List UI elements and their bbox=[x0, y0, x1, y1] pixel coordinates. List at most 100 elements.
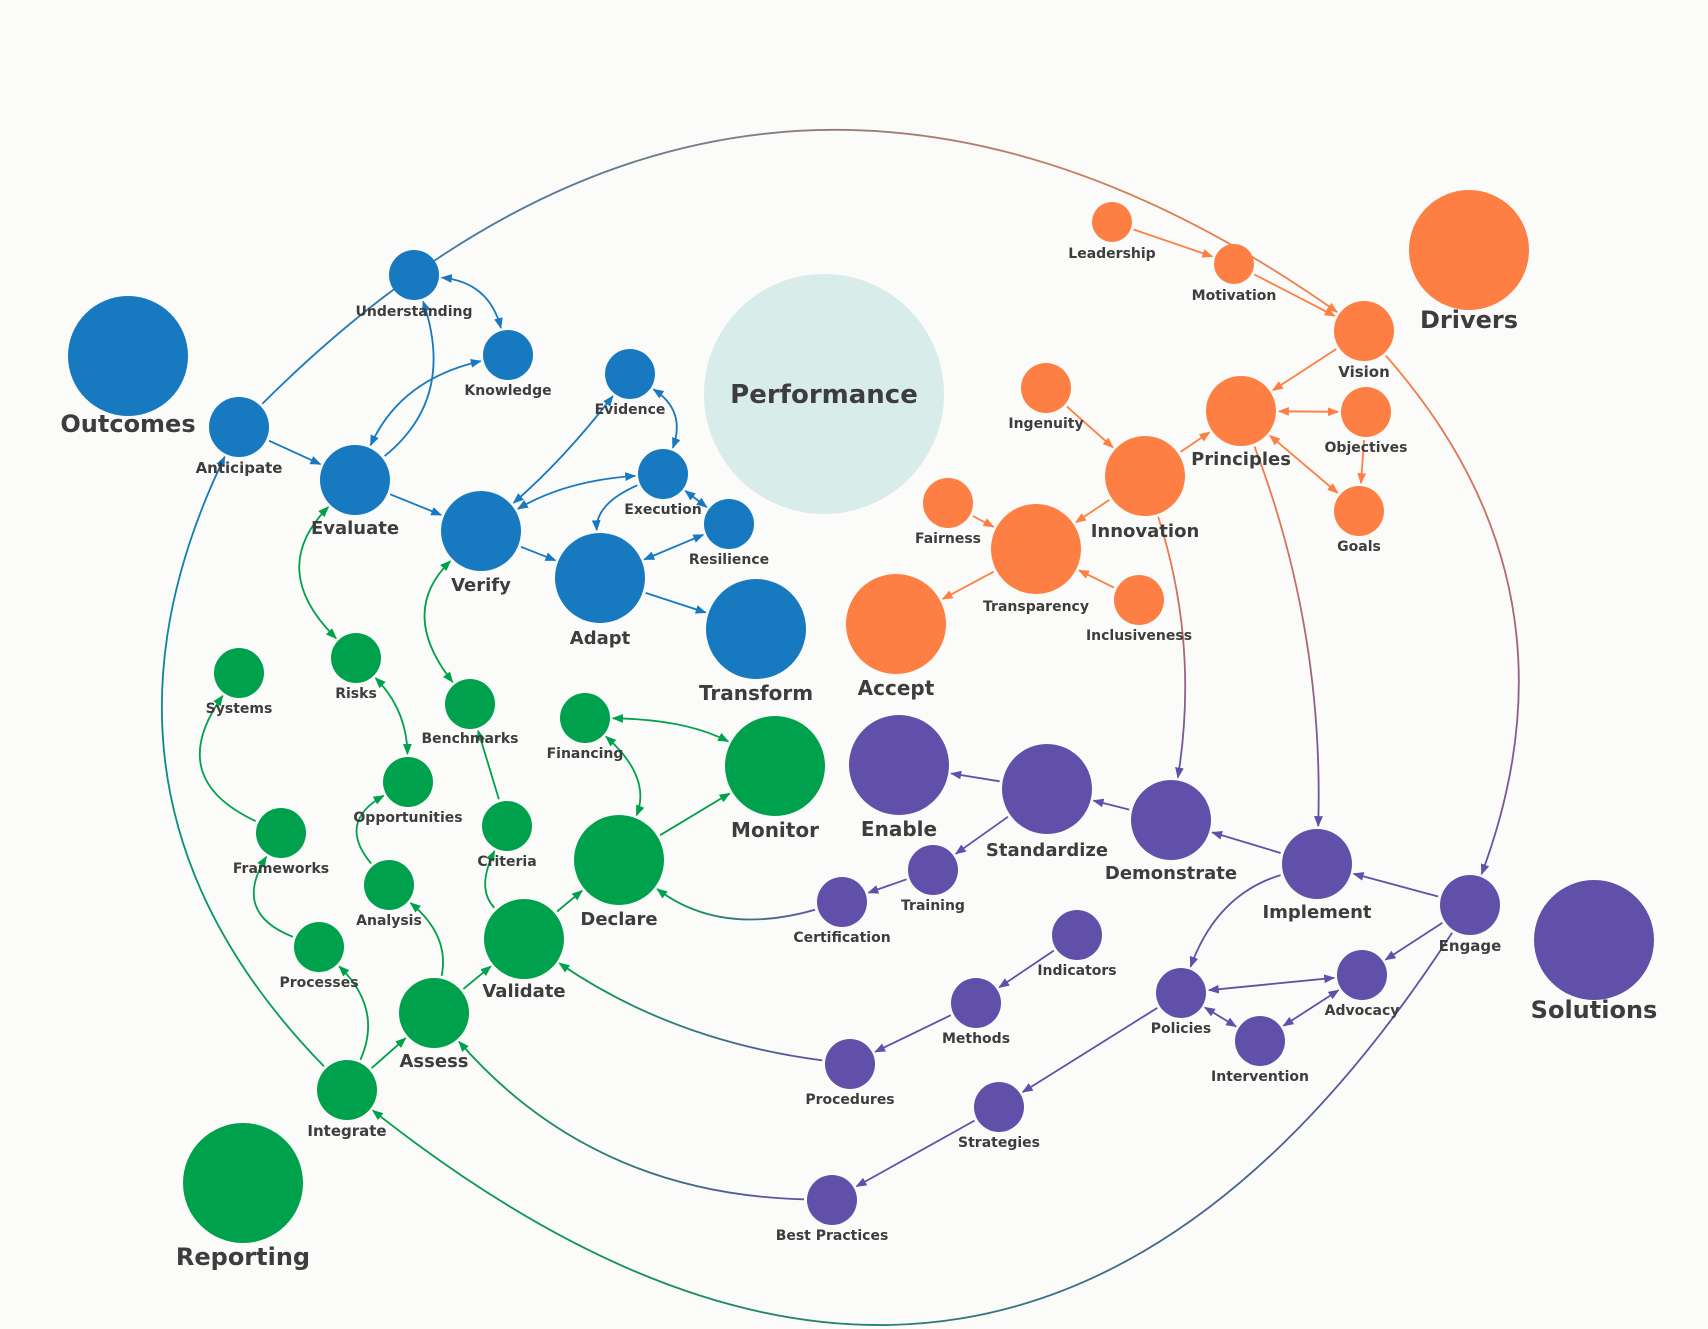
nodes-layer bbox=[68, 190, 1654, 1243]
risks-label: Risks bbox=[335, 686, 377, 702]
best-practices-node[interactable] bbox=[807, 1175, 857, 1225]
drivers-group-node[interactable] bbox=[1409, 190, 1529, 310]
demonstrate-node[interactable] bbox=[1131, 780, 1211, 860]
policies-node[interactable] bbox=[1156, 968, 1206, 1018]
indicators-node[interactable] bbox=[1052, 910, 1102, 960]
edge-evidence-to-execution bbox=[652, 388, 681, 449]
performance-node[interactable] bbox=[704, 274, 944, 514]
assess-label: Assess bbox=[400, 1051, 469, 1072]
risks-node[interactable] bbox=[331, 633, 381, 683]
evaluate-label: Evaluate bbox=[311, 518, 399, 539]
strategies-node[interactable] bbox=[974, 1082, 1024, 1132]
edge-execution-to-verify bbox=[516, 472, 637, 510]
edge-ingenuity-to-innovation bbox=[1066, 405, 1114, 449]
reporting-group-label: Reporting bbox=[176, 1243, 310, 1271]
accept-node[interactable] bbox=[846, 574, 946, 674]
criteria-node[interactable] bbox=[482, 801, 532, 851]
edge-assess-to-validate bbox=[462, 965, 492, 990]
edge-leadership-to-motivation bbox=[1133, 228, 1214, 258]
edge-innovation-to-transparency bbox=[1074, 499, 1110, 524]
understanding-node[interactable] bbox=[389, 250, 439, 300]
analysis-node[interactable] bbox=[364, 860, 414, 910]
inclusiveness-node[interactable] bbox=[1114, 575, 1164, 625]
evaluate-node[interactable] bbox=[320, 445, 390, 515]
resilience-label: Resilience bbox=[689, 552, 769, 568]
validate-label: Validate bbox=[482, 981, 565, 1002]
motivation-node[interactable] bbox=[1214, 244, 1254, 284]
edge-standardize-to-enable bbox=[950, 770, 1000, 783]
labels-layer: PerformanceOutcomesDriversSolutionsRepor… bbox=[60, 246, 1657, 1271]
opportunities-node[interactable] bbox=[383, 757, 433, 807]
edge-implement-to-policies bbox=[1189, 874, 1281, 968]
anticipate-node[interactable] bbox=[209, 397, 269, 457]
benchmarks-label: Benchmarks bbox=[422, 731, 519, 747]
monitor-node[interactable] bbox=[725, 716, 825, 816]
training-node[interactable] bbox=[908, 845, 958, 895]
certification-label: Certification bbox=[793, 930, 890, 946]
edge-best-practices-to-assess bbox=[458, 1040, 805, 1201]
adapt-node[interactable] bbox=[555, 533, 645, 623]
edge-processes-to-frameworks bbox=[252, 855, 294, 938]
enable-node[interactable] bbox=[849, 715, 949, 815]
engage-node[interactable] bbox=[1440, 875, 1500, 935]
transparency-node[interactable] bbox=[991, 504, 1081, 594]
edge-advocacy-to-policies bbox=[1207, 974, 1336, 994]
procedures-node[interactable] bbox=[825, 1039, 875, 1089]
monitor-label: Monitor bbox=[731, 818, 819, 842]
leadership-node[interactable] bbox=[1092, 202, 1132, 242]
edge-integrate-to-assess bbox=[371, 1037, 407, 1069]
innovation-node[interactable] bbox=[1105, 436, 1185, 516]
goals-node[interactable] bbox=[1334, 486, 1384, 536]
integrate-node[interactable] bbox=[317, 1060, 377, 1120]
resilience-node[interactable] bbox=[704, 499, 754, 549]
edge-execution-to-adapt bbox=[591, 484, 638, 532]
assess-node[interactable] bbox=[399, 978, 469, 1048]
certification-node[interactable] bbox=[817, 877, 867, 927]
execution-label: Execution bbox=[624, 502, 701, 518]
systems-node[interactable] bbox=[214, 648, 264, 698]
best-practices-label: Best Practices bbox=[776, 1228, 889, 1244]
benchmarks-node[interactable] bbox=[445, 679, 495, 729]
principles-node[interactable] bbox=[1206, 376, 1276, 446]
fairness-node[interactable] bbox=[923, 478, 973, 528]
processes-node[interactable] bbox=[294, 922, 344, 972]
edge-certification-to-declare bbox=[656, 888, 816, 921]
frameworks-node[interactable] bbox=[256, 808, 306, 858]
edge-engage-to-advocacy bbox=[1384, 922, 1443, 961]
financing-node[interactable] bbox=[560, 693, 610, 743]
evidence-node[interactable] bbox=[605, 349, 655, 399]
analysis-label: Analysis bbox=[356, 913, 422, 929]
adapt-label: Adapt bbox=[570, 628, 631, 649]
methods-node[interactable] bbox=[951, 978, 1001, 1028]
edge-principles-to-goals bbox=[1269, 434, 1339, 494]
declare-node[interactable] bbox=[574, 815, 664, 905]
execution-node[interactable] bbox=[638, 449, 688, 499]
edge-integrate-to-processes bbox=[338, 965, 370, 1061]
verify-node[interactable] bbox=[441, 491, 521, 571]
edge-objectives-to-goals bbox=[1357, 439, 1367, 485]
knowledge-label: Knowledge bbox=[464, 383, 551, 399]
standardize-node[interactable] bbox=[1002, 744, 1092, 834]
advocacy-node[interactable] bbox=[1337, 950, 1387, 1000]
training-label: Training bbox=[901, 898, 965, 914]
anticipate-label: Anticipate bbox=[196, 459, 283, 477]
objectives-node[interactable] bbox=[1341, 387, 1391, 437]
solutions-group-node[interactable] bbox=[1534, 880, 1654, 1000]
outcomes-group-node[interactable] bbox=[68, 296, 188, 416]
transform-node[interactable] bbox=[706, 579, 806, 679]
reporting-group-node[interactable] bbox=[183, 1123, 303, 1243]
edge-adapt-to-transform bbox=[645, 592, 707, 614]
edge-innovation-to-demonstrate bbox=[1157, 516, 1187, 779]
motivation-label: Motivation bbox=[1192, 288, 1277, 304]
ingenuity-node[interactable] bbox=[1021, 363, 1071, 413]
ingenuity-label: Ingenuity bbox=[1008, 416, 1083, 432]
edge-risks-to-opportunities bbox=[374, 677, 412, 756]
transparency-label: Transparency bbox=[983, 599, 1089, 615]
implement-node[interactable] bbox=[1282, 829, 1352, 899]
vision-node[interactable] bbox=[1334, 301, 1394, 361]
intervention-node[interactable] bbox=[1235, 1016, 1285, 1066]
knowledge-node[interactable] bbox=[483, 330, 533, 380]
edge-evaluate-to-verify bbox=[389, 493, 443, 516]
validate-node[interactable] bbox=[484, 899, 564, 979]
edge-monitor-to-financing bbox=[611, 714, 730, 743]
